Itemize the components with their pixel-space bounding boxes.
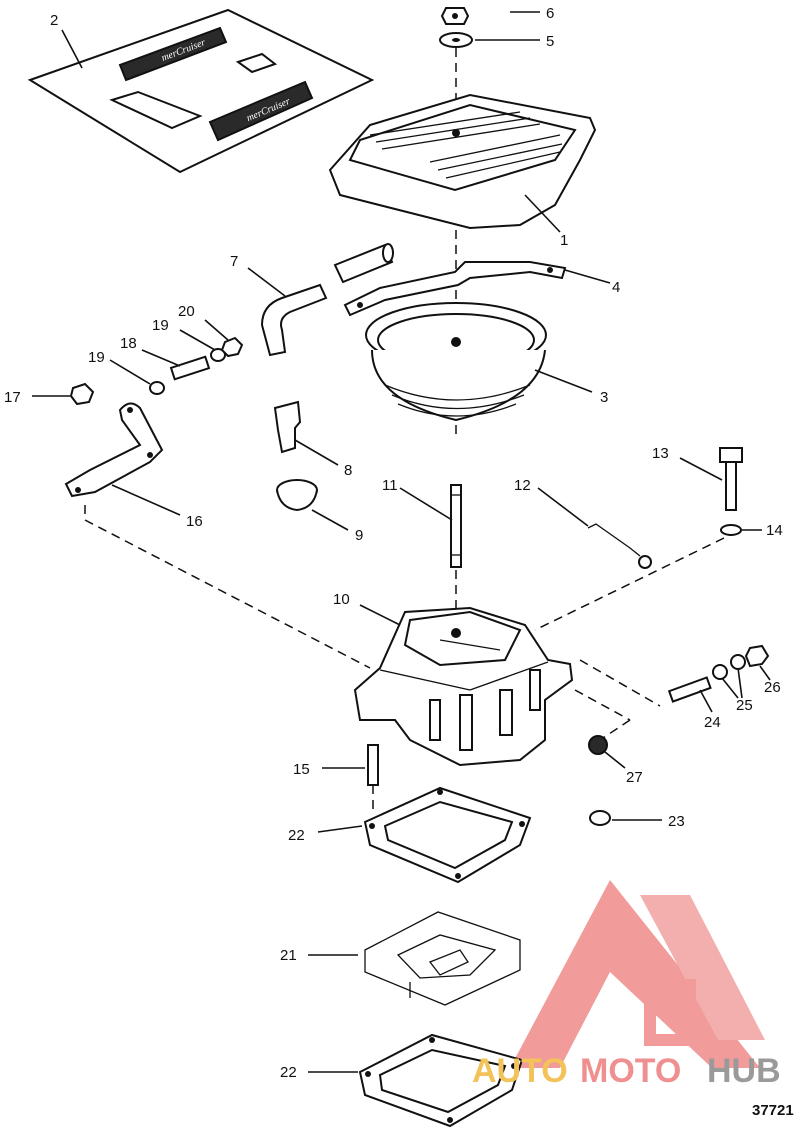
callout-25: 25 [736,697,753,714]
decal-stripe-1 [118,26,228,82]
figure-number: 37721 [752,1102,794,1119]
part-27-plug [588,735,608,755]
callout-16: 16 [186,513,203,530]
callout-12: 12 [514,477,531,494]
part-8-elbow [273,400,302,454]
nut-and-washer-top [439,7,473,48]
callout-4: 4 [612,279,620,296]
bolt-and-washer [719,447,743,536]
link-rod [587,523,652,569]
callout-2: 2 [50,12,58,29]
callout-19-upper: 19 [152,317,169,334]
flame-arrestor-cover [328,93,597,230]
watermark-moto: MOTO [580,1052,681,1090]
logo-g-hook [640,979,696,1046]
part-17-nut [69,382,95,406]
watermark-auto: AUTO [472,1052,568,1090]
part-26-nut [744,644,770,668]
callout-8: 8 [344,462,352,479]
long-stud [450,484,462,568]
callout-6: 6 [546,5,554,22]
callout-9: 9 [355,527,363,544]
callout-18: 18 [120,335,137,352]
decal-sheet: merCruiser merCruiser [27,8,375,174]
hose [260,243,394,357]
plugs [588,735,611,826]
part-23-plug [589,810,611,826]
callout-1: 1 [560,232,568,249]
part-20-nut [220,336,244,358]
callout-20: 20 [178,303,195,320]
callout-14: 14 [766,522,783,539]
callout-15: 15 [293,761,310,778]
carburetor [353,606,574,767]
right-stud-group [667,644,770,703]
watermark-text: AUTO MOTO HUB [472,1052,781,1090]
elbow-and-grommet [273,400,318,512]
callout-10: 10 [333,591,350,608]
decal-panel-2 [235,52,278,74]
hose-short [333,243,394,284]
callout-19-lower: 19 [88,349,105,366]
callout-21: 21 [280,947,297,964]
leader-lines [32,11,771,1073]
callout-24: 24 [704,714,721,731]
logo-triangle-outer [510,880,760,1068]
part-25-washer-a [712,664,728,680]
callout-26: 26 [764,679,781,696]
logo-triangle-right [640,895,765,1040]
callout-11: 11 [382,477,398,494]
gasket-lower [358,1033,524,1128]
part-24-stud [667,676,712,703]
part-25-washer-b [730,654,746,670]
callout-5: 5 [546,33,554,50]
flame-arrestor [365,302,547,422]
stud-washer-nut-group [69,336,244,406]
spacer-plate [364,911,521,1006]
gasket-upper [363,786,532,884]
decal-panel-1 [109,90,203,130]
callout-27: 27 [626,769,643,786]
watermark-logo [510,880,765,1068]
bracket [343,261,567,317]
callout-22-upper: 22 [288,827,305,844]
callout-3: 3 [600,389,608,406]
callout-labels: 2 6 5 1 4 3 7 20 19 18 19 17 8 9 11 12 1… [4,5,783,1081]
part-18-stud [169,355,211,381]
callout-13: 13 [652,445,669,462]
callout-7: 7 [230,253,238,270]
throttle-bracket [64,402,164,498]
decal-stripe-2 [208,80,314,142]
callout-22-lower: 22 [280,1064,297,1081]
watermark-hub: HUB [707,1052,781,1090]
short-stud [367,744,379,786]
part-19-washer-upper [210,348,226,362]
callout-17: 17 [4,389,21,406]
logo-triangle-cut [580,990,640,1045]
part-19-washer-lower [149,381,165,395]
callout-23: 23 [668,813,685,830]
